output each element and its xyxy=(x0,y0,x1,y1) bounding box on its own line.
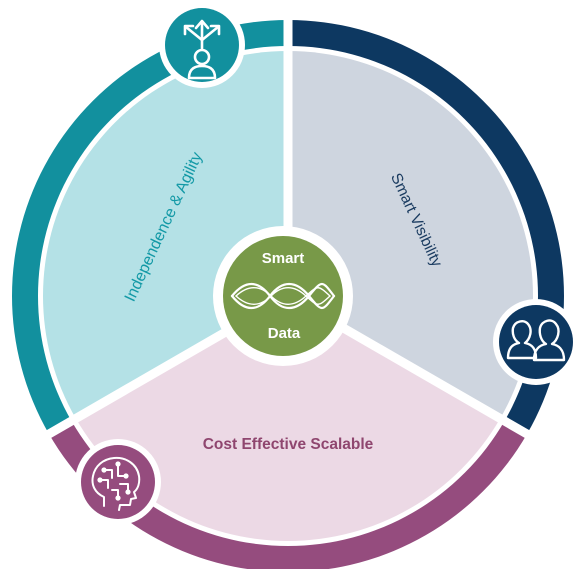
center-title-top: Smart xyxy=(262,250,305,267)
people-group-icon xyxy=(493,299,579,385)
independence-ring xyxy=(12,20,289,434)
center-title-bottom: Data xyxy=(268,325,301,342)
visibility-ring xyxy=(288,20,564,434)
person-arrows-icon xyxy=(159,2,245,88)
scalable-label: Cost Effective Scalable xyxy=(203,436,374,453)
scalable-ring xyxy=(48,421,528,572)
brain-circuit-icon xyxy=(75,439,161,525)
center-hub xyxy=(223,236,343,356)
wave-icon xyxy=(230,282,336,310)
